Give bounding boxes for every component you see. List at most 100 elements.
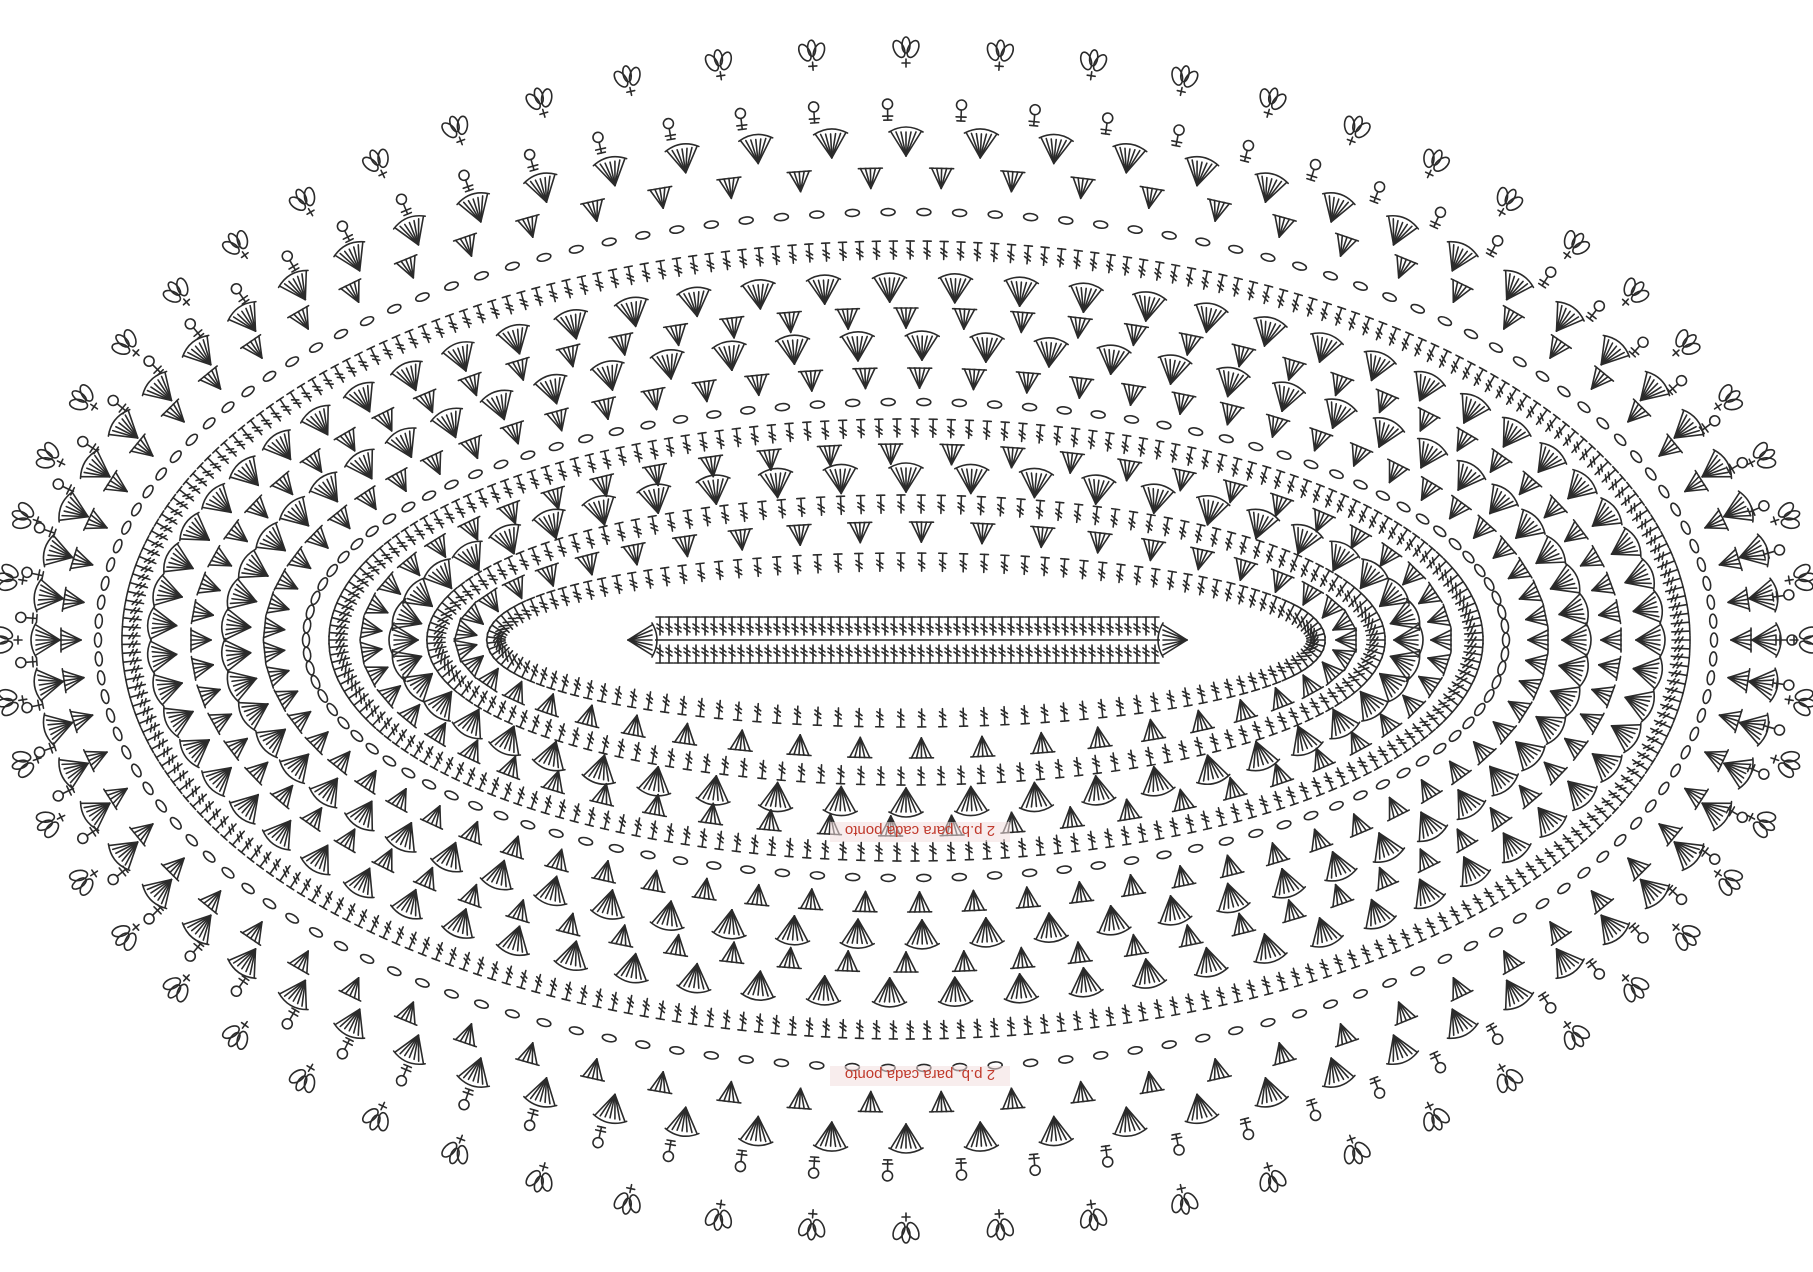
stitch-vfan <box>339 973 369 1001</box>
stitch-picot <box>1429 206 1447 229</box>
stitch-treble <box>329 629 348 639</box>
stitch-treble <box>753 703 762 722</box>
stitch-treble <box>577 985 589 1004</box>
stitch-vfan <box>191 653 215 680</box>
stitch-chain <box>775 403 790 411</box>
stitch-picot <box>1666 885 1688 907</box>
stitch-picot <box>1369 180 1386 203</box>
stitch-treble <box>431 612 451 627</box>
stitch-chain <box>1396 500 1412 513</box>
stitch-vfan <box>506 897 535 923</box>
stitch-treble <box>541 542 554 562</box>
stitch-treble <box>367 346 382 366</box>
stitch-treble <box>287 390 303 409</box>
stitch-treble <box>197 463 216 481</box>
stitch-treble <box>585 454 597 473</box>
stitch-leaf <box>1335 111 1374 150</box>
stitch-chain <box>169 449 184 464</box>
foundation-stitch <box>989 617 997 635</box>
stitch-fan <box>332 237 375 278</box>
stitch-chain <box>1188 843 1203 853</box>
stitch-vfan <box>1336 628 1356 652</box>
stitch-treble <box>1181 574 1192 593</box>
stitch-vfan <box>1086 532 1112 555</box>
stitch-fan <box>1109 1105 1147 1139</box>
stitch-fan <box>889 127 923 156</box>
stitch-fan <box>429 836 471 876</box>
stitch-vfan <box>1115 459 1142 483</box>
stitch-treble <box>632 443 643 462</box>
stitch-chain <box>1496 660 1507 675</box>
stitch-vfan <box>1216 852 1244 877</box>
stitch-fan <box>1619 681 1658 723</box>
stitch-treble <box>1287 554 1301 574</box>
stitch-treble <box>755 1014 765 1033</box>
stitch-treble <box>1089 1009 1099 1028</box>
stitch-picot <box>1240 140 1255 163</box>
stitch-chain <box>1091 410 1106 419</box>
stitch-fan <box>1628 368 1673 413</box>
stitch-chain <box>1706 595 1715 610</box>
stitch-vfan <box>1485 536 1516 567</box>
stitch-picot <box>106 865 129 886</box>
stitch-chain <box>987 401 1001 409</box>
stitch-vfan <box>952 309 977 330</box>
stitch-vfan <box>191 600 215 627</box>
stitch-vfan <box>1485 713 1516 744</box>
stitch-fan <box>1406 804 1450 846</box>
stitch-vfan <box>787 734 812 755</box>
foundation-chain <box>628 617 1187 663</box>
foundation-stitch <box>728 645 736 663</box>
stitch-treble <box>917 767 925 785</box>
stitch-treble <box>141 721 161 736</box>
stitch-treble <box>452 761 467 781</box>
stitch-treble <box>1304 298 1317 318</box>
stitch-vfan <box>274 569 303 600</box>
stitch-fan <box>1404 367 1447 408</box>
stitch-chain <box>952 209 966 216</box>
stitch-chain <box>810 1061 824 1069</box>
stitch-vfan <box>908 368 932 388</box>
stitch-treble <box>1332 954 1345 974</box>
stitch-vfan <box>1175 923 1202 947</box>
stitch-vfan <box>1388 255 1418 283</box>
stitch-treble <box>750 426 760 445</box>
stitch-treble <box>648 440 659 459</box>
stitch-fan <box>1266 864 1307 902</box>
stitch-chain <box>1432 742 1447 756</box>
stitch-treble <box>547 283 559 302</box>
stitch-treble <box>877 767 885 785</box>
stitch-vfan <box>1582 883 1613 914</box>
stitch-treble <box>1672 644 1690 653</box>
foundation-stitch <box>1052 617 1060 635</box>
stitch-fan <box>1315 189 1356 227</box>
stitch-fan <box>276 743 321 787</box>
stitch-leaf <box>1486 182 1528 223</box>
stitch-treble <box>460 309 473 329</box>
stitch-treble <box>122 640 140 648</box>
stitch-fan <box>1544 561 1584 604</box>
stitch-vfan <box>673 722 700 745</box>
stitch-treble <box>558 673 571 693</box>
stitch-fan <box>146 637 178 674</box>
stitch-treble <box>1196 576 1207 595</box>
stitch-picot <box>395 1064 412 1087</box>
stitch-leaf <box>0 684 29 719</box>
stitch-leaf <box>1414 144 1455 184</box>
stitch-vfan <box>929 168 953 189</box>
stitch-treble <box>1244 799 1257 819</box>
stitch-treble <box>1023 1016 1032 1035</box>
stitch-treble <box>555 723 568 743</box>
stitch-chain <box>1329 468 1345 480</box>
stitch-treble <box>1137 823 1148 842</box>
stitch-vfan <box>421 451 451 479</box>
stitch-picot <box>280 249 299 272</box>
foundation-stitch <box>728 617 736 635</box>
foundation-stitch <box>1016 617 1024 635</box>
stitch-chain <box>917 209 931 216</box>
stitch-fan <box>1477 756 1522 800</box>
stitch-fan <box>1129 290 1167 324</box>
stitch-vfan <box>1343 443 1373 471</box>
stitch-chain <box>635 231 650 240</box>
stitch-chain <box>669 225 684 234</box>
